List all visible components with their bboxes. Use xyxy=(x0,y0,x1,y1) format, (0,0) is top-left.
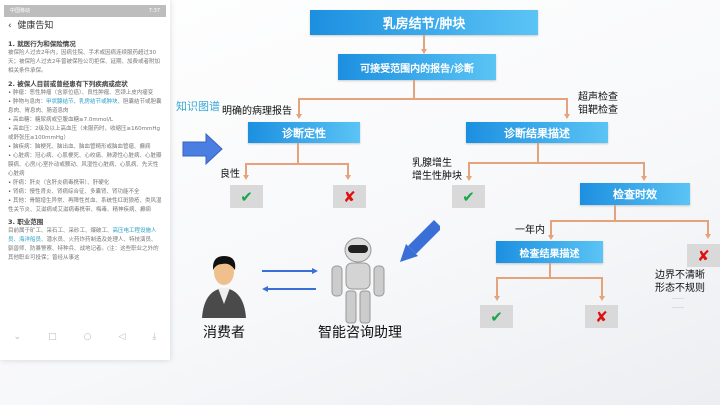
connector xyxy=(347,163,349,175)
list-item: 肿瘤：恶性肿瘤（含原位癌）、良性肿瘤、宫颈上皮内瘤变 xyxy=(8,89,162,98)
connector xyxy=(643,162,645,176)
reject-reason-label: 边界不清晰 xyxy=(655,270,705,281)
item-suffix: 、胆囊结节或胆囊息肉、胃息肉、肠道息肉 xyxy=(8,99,162,114)
edge-label: 明确的病理报告 xyxy=(222,106,292,117)
ellipsis: …… xyxy=(672,303,684,310)
arrow-head xyxy=(243,175,249,180)
accept-check-icon: ✔ xyxy=(480,305,513,328)
connector xyxy=(549,263,551,277)
arrow-head xyxy=(705,234,711,239)
connector xyxy=(245,163,247,175)
edge-label: 超声检查 xyxy=(578,92,618,103)
carrier: 中国移动 xyxy=(10,8,31,14)
diagonal-arrow-icon xyxy=(400,220,440,262)
section-heading: 3. 职业范围 xyxy=(8,218,44,226)
knowledge-graph-label: 知识图谱 xyxy=(176,100,220,113)
connector xyxy=(550,220,708,222)
connector xyxy=(601,277,603,297)
list-item: 高血糖：糖尿病或空腹血糖≥7.0mmol/L xyxy=(8,116,162,125)
arrow-head xyxy=(345,175,351,180)
circle-icon[interactable]: ○ xyxy=(83,332,92,342)
time-validity-node: 检查时效 xyxy=(580,183,690,205)
reject-x-icon: ✘ xyxy=(333,185,366,208)
text-prefix: 目前属于矿工、采石工、采砂工、爆破工、 xyxy=(8,228,113,234)
item-highlight: 甲状腺结节、乳房结节或肿块 xyxy=(46,99,118,105)
list-item: 肿物与息肉：甲状腺结节、乳房结节或肿块、胆囊结节或胆囊息肉、胃息肉、肠道息肉 xyxy=(8,98,162,116)
back-triangle-icon[interactable]: ◁ xyxy=(118,332,126,342)
exchange-arrows-icon xyxy=(262,268,318,292)
diagnosis-qualitative-node: 诊断定性 xyxy=(248,122,360,143)
connector xyxy=(707,220,709,234)
item-prefix: 肿物与息肉： xyxy=(13,99,47,105)
assistant-label: 智能咨询助理 xyxy=(318,325,402,341)
connector xyxy=(614,205,616,220)
connector xyxy=(566,98,568,115)
diagnosis-description-node: 诊断结果描述 xyxy=(466,122,608,143)
arrow-head xyxy=(296,114,302,119)
accept-check-icon: ✔ xyxy=(452,185,485,208)
consumer-avatar xyxy=(202,256,246,318)
download-icon[interactable]: ⤓ xyxy=(152,332,157,342)
root-node: 乳房结节/肿块 xyxy=(310,10,538,35)
connector xyxy=(297,143,299,163)
section-text: 被保险人过去2年内，因病住院、手术或因病连续服药超过30天；被保险人过去2年曾被… xyxy=(8,50,161,74)
edge-label: 增生性肿块 xyxy=(412,171,462,182)
edge-label: 乳腺增生 xyxy=(412,158,452,169)
section-heading: 1. 就医行为和保险情况 xyxy=(8,40,76,48)
list-item: 脑疾病：脑梗死、脑出血、脑血管畸形或脑血管瘤、癫痫 xyxy=(8,143,162,152)
robot-assistant-icon xyxy=(331,237,385,324)
reject-x-icon: ✘ xyxy=(687,244,720,267)
arrow-head xyxy=(548,235,554,240)
list-item: 肝病：肝炎（含肝炎病毒携带）、肝硬化 xyxy=(8,179,162,188)
arrow-head xyxy=(466,176,472,181)
connector xyxy=(423,35,425,50)
clock: 7:37 xyxy=(148,8,160,14)
phone-screenshot: 中国移动 7:37 ‹ 健康告知 1. 就医行为和保险情况 被保险人过去2年内，因… xyxy=(0,0,170,360)
list-item: 高血压：2级及以上高血压（未服药时，收缩压≥160mmHg或舒张压≥100mmH… xyxy=(8,125,162,143)
right-arrow-icon xyxy=(182,132,223,166)
edge-label: 良性 xyxy=(220,169,240,180)
list-item: 肾病：慢性肾炎、肾病综合征、多囊肾、肾功能不全 xyxy=(8,188,162,197)
connector xyxy=(468,162,644,164)
phone-content: 1. 就医行为和保险情况 被保险人过去2年内，因病住院、手术或因病连续服药超过3… xyxy=(8,40,162,267)
reject-x-icon: ✘ xyxy=(585,305,618,328)
result-description-node: 检查结果描述 xyxy=(496,241,603,263)
arrow-head xyxy=(494,296,500,301)
edge-label: 钼靶检查 xyxy=(578,105,618,116)
connector xyxy=(468,162,470,176)
arrow-head xyxy=(564,114,570,119)
list-item: 其他：骨髓增生异常、再障性贫血、系统性红斑狼疮、类风湿性关节炎、艾滋病或艾滋病毒… xyxy=(8,197,162,215)
disease-list: 肿瘤：恶性肿瘤（含原位癌）、良性肿瘤、宫颈上皮内瘤变 肿物与息肉：甲状腺结节、乳… xyxy=(8,89,162,215)
connector xyxy=(298,98,300,115)
back-chevron-icon[interactable]: ‹ xyxy=(8,21,12,31)
arrow-head xyxy=(641,176,647,181)
connector xyxy=(550,220,552,235)
consumer-label: 消费者 xyxy=(203,325,245,341)
arrow-head xyxy=(421,49,427,54)
connector xyxy=(298,98,567,100)
arrow-head xyxy=(599,296,605,301)
reject-reason-label: 形态不规则 xyxy=(655,283,705,294)
ellipsis: …… xyxy=(672,294,684,301)
connector xyxy=(496,277,602,279)
page-title: 健康告知 xyxy=(17,21,54,31)
phone-header: ‹ 健康告知 xyxy=(8,22,53,31)
chevron-down-icon[interactable]: ⌄ xyxy=(13,332,22,342)
status-bar: 中国移动 7:37 xyxy=(4,5,166,17)
connector xyxy=(245,163,348,165)
section-heading: 2. 被保人目前或曾经患有下列疾病或症状 xyxy=(8,80,128,88)
level2-node: 可接受范围内的报告/诊断 xyxy=(338,54,496,80)
nav-bar: ⌄ □ ○ ◁ ⤓ xyxy=(0,333,170,342)
connector xyxy=(496,277,498,297)
section-text: 目前属于矿工、采石工、采砂工、爆破工、高压电工程设施人员、海洋船员、潜水员、火药… xyxy=(8,227,162,263)
text-highlight: 高压电工程设施人员、海洋船员 xyxy=(8,228,157,243)
text-suffix: 、潜水员、火药炸药制造及处理人、特技演员、驯兽师、防暴警察、特种兵、战地记者。(… xyxy=(8,237,159,261)
connector xyxy=(413,80,415,99)
list-item: 心脏病：冠心病、心肌梗死、心绞痛、肺源性心脏病、心脏瓣膜病、心房/心室扑动或颤动… xyxy=(8,152,162,179)
accept-check-icon: ✔ xyxy=(230,185,263,208)
square-icon[interactable]: □ xyxy=(48,332,57,342)
connector xyxy=(537,143,539,162)
edge-label: 一年内 xyxy=(515,225,545,236)
